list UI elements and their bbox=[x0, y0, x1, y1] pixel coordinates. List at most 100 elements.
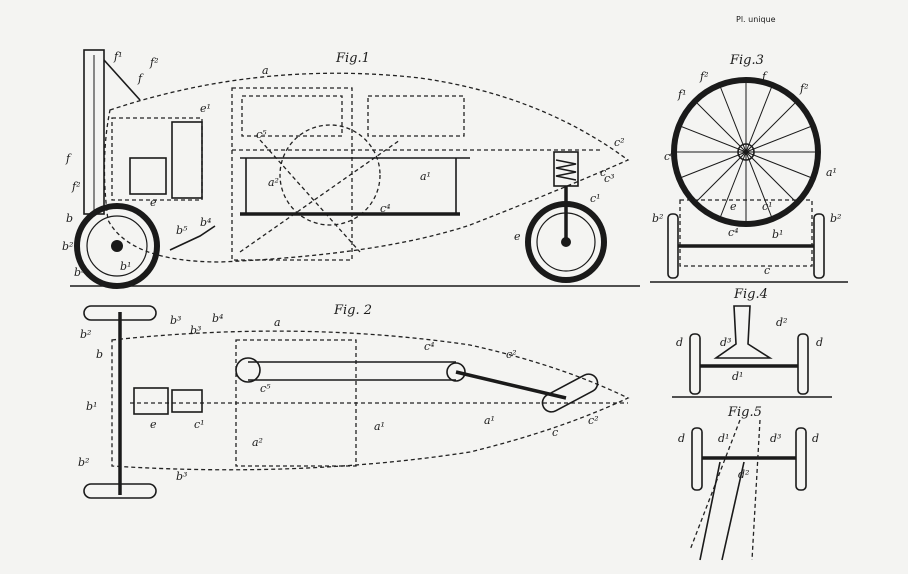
fig1-label-a: a bbox=[262, 64, 269, 77]
fig2-label-c2: c² bbox=[506, 348, 517, 361]
fig4-label-d: d bbox=[676, 336, 683, 349]
fig2-label-b3: b³ bbox=[170, 314, 181, 327]
fig1-window-rear bbox=[367, 95, 465, 137]
fig3-label-b1: b¹ bbox=[772, 228, 783, 241]
fig2-idler bbox=[446, 362, 466, 382]
fig2-label-b1: b¹ bbox=[86, 400, 97, 413]
fig4-steering-post bbox=[713, 305, 773, 359]
figure-2-plan-view: Fig. 2 a b³ b² b³ b⁴ b c⁵ c⁴ c² b¹ e c¹ … bbox=[78, 303, 630, 499]
fig2-label-c5: c⁵ bbox=[260, 382, 271, 395]
fig3-label-c1: c¹ bbox=[762, 200, 773, 213]
fig2-front-wheel bbox=[541, 373, 599, 413]
fig3-label-a1: a¹ bbox=[826, 166, 837, 179]
fig2-title: Fig. 2 bbox=[333, 303, 372, 318]
fig1-hull-outline bbox=[103, 72, 630, 263]
fig2-label-a1: a¹ bbox=[374, 420, 385, 433]
fig1-label-f: f bbox=[137, 72, 144, 85]
fig5-wheel-left bbox=[691, 427, 703, 491]
fig5-title: Fig.5 bbox=[727, 405, 762, 420]
fig3-label-b2-2: b² bbox=[830, 212, 841, 225]
fig3-body bbox=[679, 199, 813, 267]
fig2-wheel-left bbox=[83, 305, 157, 321]
fig1-label-c5: c⁵ bbox=[256, 128, 267, 141]
fig3-label-b2: b² bbox=[652, 212, 663, 225]
fig2-label-a1-2: a¹ bbox=[484, 414, 495, 427]
fig1-label-f2-lower: f² bbox=[71, 180, 80, 193]
fig2-label-c: c bbox=[552, 426, 558, 439]
fig1-label-b5: b⁵ bbox=[176, 224, 188, 237]
fig4-wheel-right bbox=[797, 333, 809, 395]
plate-label: Pl. unique bbox=[736, 15, 776, 24]
fig4-label-d1: d¹ bbox=[732, 370, 743, 383]
fig5-guide-dashed-2 bbox=[751, 419, 761, 561]
fig2-label-c1: c¹ bbox=[194, 418, 205, 431]
fig2-label-c4: c⁴ bbox=[424, 340, 435, 353]
fig1-rear-wheel bbox=[74, 203, 160, 289]
fig2-steering-link bbox=[455, 370, 567, 400]
fig1-front-wheel bbox=[525, 201, 607, 283]
fig2-label-b4: b⁴ bbox=[212, 312, 223, 325]
fig5-label-d: d bbox=[678, 432, 685, 445]
fig2-label-a: a bbox=[274, 316, 281, 329]
fig2-label-a2: a² bbox=[252, 436, 263, 449]
fig5-label-d3: d³ bbox=[770, 432, 781, 445]
fig1-mast-stay bbox=[103, 59, 141, 101]
fig4-label-d2: d² bbox=[776, 316, 787, 329]
fig2-hull-outline bbox=[111, 330, 630, 471]
fig5-wheel-right bbox=[795, 427, 807, 491]
fig1-label-f1: f¹ bbox=[113, 50, 122, 63]
fig1-front-wheel-rim bbox=[536, 212, 596, 272]
fig5-label-d2: d² bbox=[738, 468, 749, 481]
fig1-title: Fig.1 bbox=[335, 51, 370, 66]
fig1-label-b2: b² bbox=[62, 240, 73, 253]
fig2-label-b3-3: b³ bbox=[176, 470, 187, 483]
fig3-wheel-right bbox=[813, 213, 825, 279]
fig2-label-b2: b² bbox=[80, 328, 91, 341]
fig1-label-a1: a¹ bbox=[420, 170, 431, 183]
fig1-label-c4: c⁴ bbox=[380, 202, 391, 215]
fig1-label-c2: c² bbox=[614, 136, 625, 149]
fig5-tiller-2 bbox=[721, 461, 745, 561]
fig2-wheel-right bbox=[83, 483, 157, 499]
fig2-label-b2-2: b² bbox=[78, 456, 89, 469]
fig3-spokes bbox=[676, 82, 816, 222]
fig3-label-f1: f¹ bbox=[677, 88, 686, 101]
fig3-wheel-left bbox=[667, 213, 679, 279]
fig1-label-e-front: e bbox=[514, 230, 521, 243]
fig1-label-c: c bbox=[600, 166, 606, 179]
fig1-label-b3: b³ bbox=[74, 266, 85, 279]
fig1-label-c3: c³ bbox=[604, 172, 615, 185]
fig1-label-e1: e¹ bbox=[200, 102, 211, 115]
fig2-engine-2 bbox=[171, 389, 203, 413]
fig1-cabin-frame bbox=[231, 87, 353, 261]
fig3-label-c: c bbox=[764, 264, 770, 277]
fig3-label-c6: c⁶ bbox=[664, 150, 675, 163]
fig1-label-c1: c¹ bbox=[590, 192, 601, 205]
fig1-seat-arc bbox=[279, 124, 381, 226]
fig3-label-f2: f² bbox=[699, 70, 708, 83]
fig3-propeller-ring bbox=[671, 77, 821, 227]
fig4-label-d-2: d bbox=[816, 336, 823, 349]
fig2-cabin-frame bbox=[235, 339, 357, 467]
fig2-label-e: e bbox=[150, 418, 157, 431]
fig3-hub bbox=[737, 143, 755, 161]
fig1-tank bbox=[129, 157, 167, 195]
fig1-label-f2: f² bbox=[149, 56, 158, 69]
fig1-label-b4: b⁴ bbox=[200, 216, 211, 229]
fig1-window-front bbox=[241, 95, 343, 137]
fig2-label-b3-2: b³ bbox=[190, 324, 201, 337]
fig4-label-d3: d³ bbox=[720, 336, 731, 349]
fig1-rear-hub bbox=[111, 240, 123, 252]
fig3-label-c4: c⁴ bbox=[728, 226, 739, 239]
fig2-label-c2-2: c² bbox=[588, 414, 599, 427]
fig1-front-hub bbox=[561, 237, 571, 247]
fig5-label-d1: d¹ bbox=[718, 432, 729, 445]
fig4-wheel-left bbox=[689, 333, 701, 395]
fig5-guide-dashed bbox=[689, 419, 741, 551]
figure-5-detail: Fig.5 d d¹ d³ d d² bbox=[678, 405, 819, 561]
fig1-engine-frame bbox=[111, 117, 203, 201]
fig1-label-e: e bbox=[150, 196, 157, 209]
fig2-label-b: b bbox=[96, 348, 103, 361]
